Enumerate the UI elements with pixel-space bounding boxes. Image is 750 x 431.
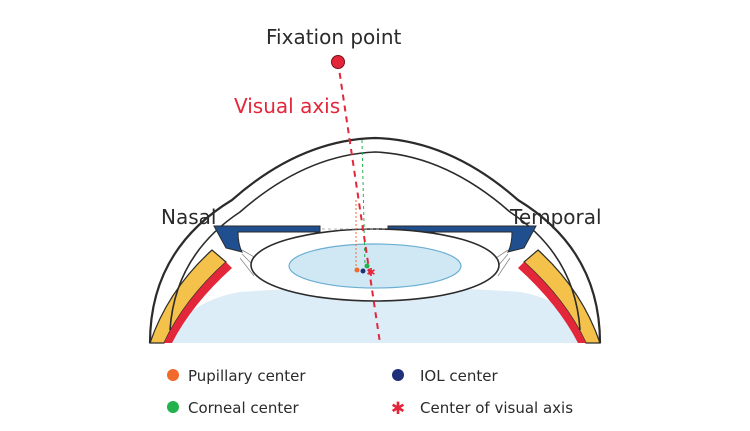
nasal-label: Nasal: [161, 205, 216, 229]
legend-label-pupillary-center: Pupillary center: [188, 367, 306, 385]
pupillary-center-marker: [354, 267, 360, 273]
temporal-label: Temporal: [509, 205, 602, 229]
fixation-point-dot: [331, 55, 345, 69]
iris-right: [387, 225, 537, 253]
iol-optic: [288, 243, 462, 289]
legend-marker-visual-axis-center: ✱: [391, 399, 405, 419]
cornea-inner: [169, 151, 581, 331]
choroid-right: [518, 262, 586, 343]
corneal-center-marker: [364, 263, 370, 269]
visual-axis-label: Visual axis: [234, 94, 340, 118]
legend: Pupillary center Corneal center IOL cent…: [167, 367, 573, 419]
cornea-outer: [148, 136, 602, 344]
visual-axis-line: [337, 61, 381, 344]
legend-marker-pupillary-center: [167, 369, 179, 381]
legend-label-corneal-center: Corneal center: [188, 399, 300, 417]
iris-left: [213, 225, 321, 253]
iol-center-marker: [360, 268, 366, 274]
legend-marker-iol-center: [392, 369, 404, 381]
legend-label-visual-axis-center: Center of visual axis: [420, 399, 573, 417]
visual-axis-center-marker: ✱: [366, 266, 375, 279]
legend-marker-corneal-center: [167, 401, 179, 413]
choroid-left: [164, 262, 232, 343]
fixation-point-label: Fixation point: [266, 25, 402, 49]
legend-label-iol-center: IOL center: [420, 367, 498, 385]
